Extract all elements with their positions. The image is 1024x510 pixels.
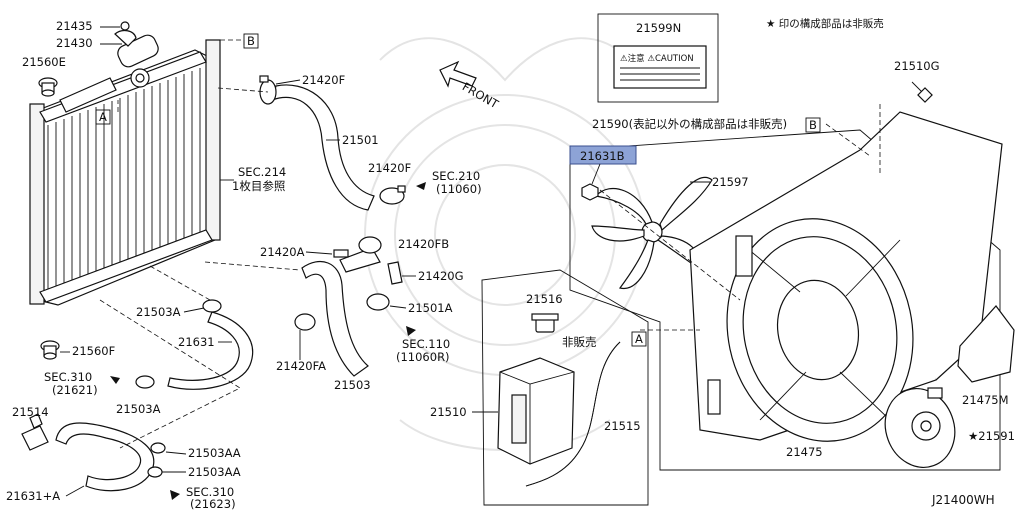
hose-clamp-21420FB[interactable]: [358, 236, 382, 254]
label-21514: 21514: [12, 405, 49, 419]
label-21597: 21597: [712, 175, 749, 189]
label-21420FA: 21420FA: [276, 359, 326, 373]
diagram-code: J21400WH: [931, 493, 995, 507]
label-front: FRONT: [460, 79, 502, 111]
label-sec310a-sub: (21621): [52, 383, 98, 397]
note-text: ★ 印の構成部品は非販売: [766, 17, 884, 30]
reservoir-box: [481, 269, 649, 506]
drain-plug-21560F[interactable]: [40, 340, 60, 360]
hose-21631[interactable]: [167, 311, 254, 390]
label-21503A-bot: 21503A: [116, 402, 161, 416]
label-21515: 21515: [604, 419, 641, 433]
label-21475M: 21475M: [962, 393, 1009, 407]
label-21501: 21501: [342, 133, 379, 147]
clip-21501A[interactable]: [366, 293, 390, 311]
drain-plug-21560E[interactable]: [38, 77, 58, 97]
label-21503AA-1: 21503AA: [188, 446, 241, 460]
label-21631B: 21631B: [580, 149, 625, 163]
radiator-core: [47, 65, 209, 295]
bolt-21420A[interactable]: [333, 249, 349, 258]
label-21420G: 21420G: [418, 269, 464, 283]
label-21560F: 21560F: [72, 344, 115, 358]
label-hihanbai: 非販売: [562, 335, 597, 349]
fan-shroud-21590[interactable]: [689, 111, 1003, 459]
label-21631: 21631: [178, 335, 215, 349]
bracket-21420G[interactable]: [387, 261, 403, 285]
ref-box-a2: A: [631, 331, 647, 347]
bolt-21510G[interactable]: [911, 81, 933, 103]
fan-blade-21597[interactable]: [591, 176, 713, 289]
label-21420F-mid: 21420F: [368, 161, 411, 175]
fitting-21514[interactable]: [21, 413, 49, 451]
svg-text:A: A: [99, 110, 107, 124]
label-21631B-highlight: [569, 145, 637, 165]
label-21430: 21430: [56, 36, 93, 50]
radiator-cap[interactable]: [59, 21, 161, 113]
hose-21631A[interactable]: [55, 422, 155, 492]
upper-hose-21501[interactable]: [271, 84, 375, 211]
label-sec214: SEC.214: [238, 165, 286, 179]
label-sec110: SEC.110: [402, 337, 450, 351]
hose-clamp-21420FA[interactable]: [294, 313, 316, 331]
svg-text:B: B: [809, 118, 817, 132]
fan-motor-21591[interactable]: [874, 379, 965, 477]
label-sec310a: SEC.310: [44, 370, 92, 384]
label-21501A: 21501A: [408, 301, 453, 315]
nut-21631B[interactable]: [581, 183, 599, 201]
label-sec214-sub: 1枚目参照: [232, 179, 285, 193]
label-21599N: 21599N: [636, 21, 681, 35]
label-sec310b-sub: (21623): [190, 497, 236, 510]
clip-21503AA-1[interactable]: [150, 442, 166, 454]
ref-box-b1: B: [243, 33, 259, 49]
clip-21503AA-2[interactable]: [147, 466, 163, 478]
label-21435: 21435: [56, 19, 93, 33]
ref-box-b2: B: [805, 117, 821, 133]
fan-shroud-21475[interactable]: [707, 235, 753, 415]
reservoir-hose-21515[interactable]: [525, 341, 621, 487]
hose-clamp-21420F-top[interactable]: [259, 75, 277, 105]
label-21420A: 21420A: [260, 245, 305, 259]
leader-lines-right: [599, 104, 881, 331]
label-21510: 21510: [430, 405, 467, 419]
sec-arrows: [110, 182, 426, 500]
lower-hose-21503[interactable]: [301, 247, 381, 377]
label-21420FB: 21420FB: [398, 237, 449, 251]
label-21503AA-2: 21503AA: [188, 465, 241, 479]
svg-text:A: A: [635, 332, 643, 346]
seal-21475M[interactable]: [957, 305, 1015, 383]
label-21516: 21516: [526, 292, 563, 306]
caution-label-box: [597, 13, 719, 103]
hose-clamp-21420F-mid[interactable]: [379, 185, 406, 205]
label-21503: 21503: [334, 378, 371, 392]
label-21631A: 21631+A: [6, 489, 60, 503]
reservoir-tank-21510[interactable]: [497, 357, 575, 465]
svg-text:B: B: [247, 34, 255, 48]
caution-text: ⚠注意 ⚠CAUTION: [620, 53, 694, 64]
ref-box-a1: A: [95, 109, 111, 125]
radiator[interactable]: [29, 39, 221, 306]
clip-21503A-bot[interactable]: [135, 375, 155, 389]
front-arrow: [439, 60, 477, 88]
label-sec310b: SEC.310: [186, 485, 234, 499]
label-21420F-top: 21420F: [302, 73, 345, 87]
label-sec110-sub: (11060R): [396, 350, 450, 364]
callout-labels: 21435 21430 21560E 21560F 21420F 21501 2…: [6, 17, 1015, 510]
label-sec210-sub: (11060): [436, 182, 482, 196]
clip-21503A-top[interactable]: [202, 299, 222, 313]
label-21475: 21475: [786, 445, 823, 459]
label-21591: ★21591: [968, 429, 1015, 443]
label-21510G: 21510G: [894, 59, 940, 73]
reservoir-cap-21516[interactable]: [531, 313, 559, 333]
label-21560E: 21560E: [22, 55, 66, 69]
label-21590: 21590(表記以外の構成部品は非販売): [592, 117, 787, 131]
label-21503A-top: 21503A: [136, 305, 181, 319]
label-sec210: SEC.210: [432, 169, 480, 183]
